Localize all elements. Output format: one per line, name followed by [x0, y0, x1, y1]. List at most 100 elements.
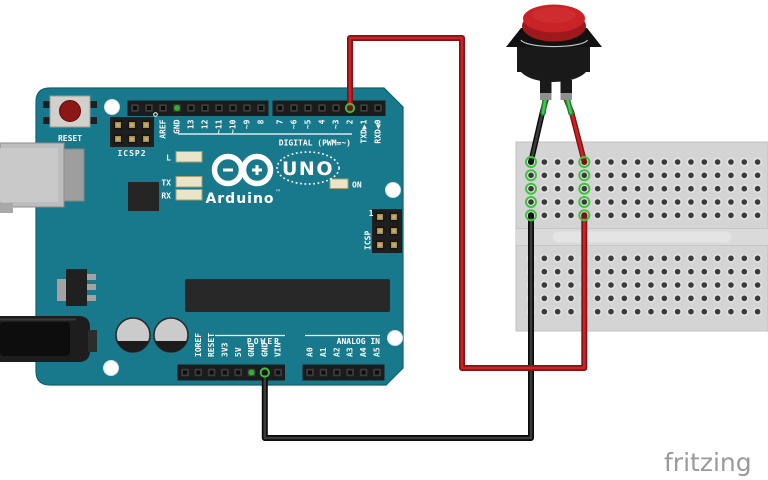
connected-hole-ring	[578, 156, 591, 168]
breadboard-hole-center	[661, 282, 668, 288]
led-tx-label: TX	[161, 179, 171, 188]
breadboard-hole-center	[648, 199, 654, 205]
breadboard-hole-center	[674, 159, 681, 165]
breadboard-hole-center	[554, 295, 561, 302]
breadboard-hole-center	[728, 185, 734, 192]
icsp-pin1-label: 1	[369, 209, 374, 218]
icsp-label: ICSP	[364, 231, 373, 250]
breadboard-hole-center	[568, 185, 574, 192]
pin-label-8: 8	[257, 119, 266, 124]
breadboard-hole-center	[608, 159, 614, 165]
power-header-pin-hole	[183, 370, 187, 375]
breadboard-hole-center	[541, 199, 548, 205]
breadboard-hole-center	[754, 172, 761, 179]
jack-barrel	[0, 322, 70, 356]
digital-header-right-pin-hole	[320, 106, 324, 110]
breadboard-hole-center	[634, 308, 641, 315]
breadboard-hole-center	[714, 282, 721, 288]
breadboard-hole-center	[554, 159, 561, 165]
breadboard-hole-center	[661, 255, 668, 262]
breadboard-hole-center	[608, 212, 614, 219]
digital-header-right-pin-hole	[334, 106, 338, 110]
breadboard-hole-center	[754, 185, 761, 192]
led-l-label: L	[166, 154, 171, 163]
breadboard-hole-center	[688, 282, 694, 288]
breadboard-hole-center	[714, 295, 721, 302]
breadboard-hole-center	[648, 255, 654, 262]
breadboard-hole-center	[541, 268, 548, 275]
breadboard-hole-center	[568, 255, 574, 262]
pin-label-a4: A4	[359, 347, 368, 357]
breadboard-hole-center	[688, 308, 694, 315]
connected-hole-ring	[525, 182, 537, 195]
breadboard-hole-center	[554, 282, 561, 288]
main-mcu-chip	[185, 279, 390, 312]
digital-header-left-pin-hole	[203, 106, 207, 110]
breadboard-hole-center	[581, 172, 588, 179]
jack-pin	[88, 330, 97, 352]
breadboard-hole-center	[741, 282, 748, 288]
connected-pin	[248, 369, 255, 376]
connected-pin	[174, 105, 180, 111]
icsp2-label: ICSP2	[117, 149, 146, 158]
breadboard-hole-center	[554, 268, 561, 275]
breadboard-hole-center	[661, 268, 668, 275]
breadboard-hole-center	[634, 185, 641, 192]
breadboard-hole-center	[608, 185, 614, 192]
capacitor	[153, 317, 189, 353]
breadboard-hole-center	[674, 308, 681, 315]
breadboard-hole-center	[674, 268, 681, 275]
breadboard-holes	[526, 157, 763, 317]
pin-label-aref: AREF	[159, 119, 168, 138]
digital-header-right-pin-hole	[306, 106, 310, 110]
digital-header-left-pin-hole	[245, 106, 249, 110]
breadboard-hole-center	[634, 255, 641, 262]
breadboard-hole-center	[661, 199, 668, 205]
breadboard-hole-center	[608, 295, 614, 302]
signal-wire	[348, 36, 586, 370]
mounting-hole	[104, 99, 120, 115]
breadboard-hole-center	[594, 172, 601, 179]
usb-tab	[0, 203, 13, 213]
breadboard-hole-center	[674, 255, 681, 262]
voltage-regulator	[57, 269, 96, 306]
pin-label-6: ~6	[290, 119, 299, 129]
breadboard-hole-center	[541, 308, 548, 315]
breadboard-hole-center	[648, 282, 654, 288]
icsp2-header-pin-face	[144, 137, 148, 141]
analog-header-pin-hole	[321, 370, 326, 375]
power-header-pin-hole	[196, 370, 201, 375]
breadboard-hole-center	[754, 308, 761, 315]
digital-header-right-pin-hole	[292, 106, 296, 110]
breadboard-hole-center	[594, 255, 601, 262]
led-on	[329, 178, 349, 189]
fritzing-watermark: fritzing	[664, 448, 752, 477]
breadboard-hole-center	[754, 295, 761, 302]
button-body-bottom	[518, 50, 589, 82]
breadboard-hole-center	[714, 212, 721, 219]
breadboard-hole-center	[568, 308, 574, 315]
regulator-pin	[87, 274, 96, 280]
icsp2-header-pin-face	[116, 137, 120, 141]
breadboard-hole-center	[661, 185, 668, 192]
breadboard-hole-center	[728, 282, 734, 288]
analog-header-bar	[302, 364, 385, 381]
mounting-hole	[103, 360, 119, 376]
breadboard-hole-center	[621, 159, 628, 165]
aref-marker	[153, 112, 158, 117]
breadboard-wire-end	[581, 212, 588, 219]
pin-label-7: 7	[276, 119, 285, 124]
power-caption: POWER	[247, 337, 281, 346]
pin-label-5v: 5V	[234, 347, 243, 357]
usb-body-face	[0, 148, 58, 202]
gnd-connection-ring	[259, 367, 270, 378]
breadboard-hole-center	[661, 159, 668, 165]
capacitor-stripe	[155, 341, 187, 352]
digital-header-left-pin-hole	[217, 106, 221, 110]
arduino-logo: Arduino ™ UNO	[205, 151, 340, 207]
breadboard-hole-center	[714, 308, 721, 315]
breadboard-hole-center	[621, 268, 628, 275]
analog-header-pin-hole	[348, 370, 353, 375]
breadboard-hole-center	[621, 295, 628, 302]
